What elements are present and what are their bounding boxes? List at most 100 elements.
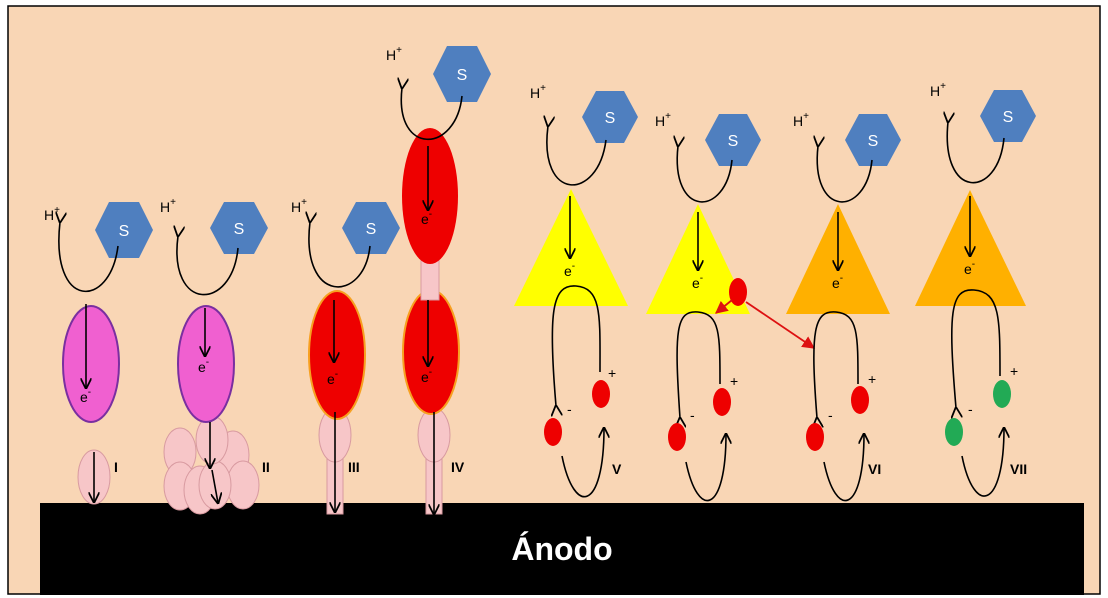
substrate-label-ii: S — [234, 221, 245, 238]
mechanism-label-vii: VII — [1010, 461, 1027, 477]
mediator-oxidized-vii — [993, 380, 1011, 408]
reaction-arc-i — [59, 222, 119, 293]
mediator-cycle-mid-top — [677, 311, 721, 418]
mechanism-label-ii: II — [262, 459, 270, 475]
substrate-iv — [433, 46, 491, 102]
reaction-arc-vi — [817, 146, 873, 203]
mediator-cycle-v-bottom — [561, 428, 604, 498]
substrate-labels: S S S S S S S S — [119, 67, 1014, 240]
substrate-iii — [342, 202, 400, 254]
mediator-cycle-vii-bottom — [961, 428, 1004, 497]
proton-label-iv: H+ — [386, 45, 402, 63]
substrate-label-mid: S — [728, 133, 739, 150]
minus-sign-vii: - — [968, 401, 973, 417]
mechanism-ii — [163, 202, 268, 515]
mediator-cycle-vi-bottom — [823, 434, 864, 502]
mediator-reduced-vii — [945, 418, 963, 446]
enzyme-i — [62, 305, 120, 423]
anode-bar — [40, 503, 1084, 595]
mechanism-label-vi: VI — [868, 461, 881, 477]
minus-sign-v: - — [567, 401, 572, 417]
free-mediator — [729, 278, 747, 306]
mechanism-vii — [915, 90, 1036, 497]
mechanism-labels: I II III IV V VI VII — [114, 459, 1027, 477]
electron-label-iii: e- — [327, 369, 338, 387]
connector-iv — [420, 257, 440, 301]
plus-sign-vii: + — [1010, 363, 1018, 379]
proton-label-mid: H+ — [655, 111, 671, 129]
enzyme-iv-upper — [402, 128, 458, 264]
substrate-v — [582, 91, 638, 143]
mechanism-v — [514, 91, 638, 498]
proton-label-i: H+ — [44, 205, 60, 223]
cofactor-ii-g — [195, 415, 229, 465]
electron-label-mid: e- — [692, 273, 703, 291]
mediator-reduced-v — [544, 418, 562, 446]
electron-labels: e- e- e- e- e- e- e- e- e- — [80, 209, 975, 405]
red-arrow-left — [715, 299, 733, 314]
red-arrow-right — [745, 301, 816, 349]
mechanism-iv — [401, 46, 491, 514]
electron-arrow-ii-c — [212, 469, 218, 503]
substrate-vii — [980, 90, 1036, 142]
mediator-cycle-vii-top — [952, 289, 1001, 408]
mechanism-label-iv: IV — [451, 459, 465, 475]
electron-label-iv-lower: e- — [421, 367, 432, 385]
anode-label: Ánodo — [511, 531, 612, 567]
substrate-label-v: S — [605, 110, 616, 127]
proton-label-vii: H+ — [930, 81, 946, 99]
proton-label-ii: H+ — [160, 197, 176, 215]
proton-label-iii: H+ — [291, 197, 307, 215]
mechanism-iii — [308, 202, 400, 515]
cofactor-ii-d — [226, 460, 260, 510]
reaction-arc-vii — [947, 122, 1005, 184]
reaction-arc-iii — [309, 222, 371, 288]
mechanism-label-i: I — [114, 459, 118, 475]
reaction-arc-v-variant — [677, 146, 733, 203]
substrate-label-vi: S — [868, 133, 879, 150]
proton-labels: H+ H+ H+ H+ H+ H+ H+ H+ — [44, 45, 946, 223]
mediator-reduced-vi — [806, 423, 824, 451]
plus-sign-mid: + — [730, 373, 738, 389]
electron-label-i: e- — [80, 387, 91, 405]
mediator-cycle-vi-top — [814, 311, 859, 418]
substrate-ii — [210, 202, 268, 254]
reaction-arc-iv — [401, 88, 463, 141]
reaction-arc-ii — [177, 236, 239, 296]
mechanism-i — [59, 202, 153, 505]
enzyme-iii — [308, 290, 366, 420]
electron-label-iv-upper: e- — [421, 209, 432, 227]
enzyme-iv-lower — [402, 289, 460, 415]
substrate-v-variant — [705, 114, 761, 166]
reaction-arc-v — [547, 126, 607, 186]
mediator-cycle-v-top — [552, 285, 601, 406]
minus-sign-mid: - — [690, 407, 695, 423]
plus-sign-vi: + — [868, 371, 876, 387]
substrate-label-iii: S — [366, 221, 377, 238]
enzyme-ii — [177, 305, 235, 423]
charge-signs: + - + - + - + - — [567, 363, 1018, 423]
mechanism-label-iii: III — [348, 459, 360, 475]
mechanism-label-v: V — [612, 461, 622, 477]
electron-label-vi: e- — [832, 273, 843, 291]
electron-label-ii: e- — [198, 357, 209, 375]
plus-sign-v: + — [608, 365, 616, 381]
mediator-oxidized-vi — [851, 386, 869, 414]
mediator-oxidized-mid — [713, 388, 731, 416]
mechanism-vi — [786, 114, 901, 502]
electron-label-v: e- — [564, 261, 575, 279]
substrate-vi — [845, 114, 901, 166]
enzyme-v — [514, 189, 628, 306]
mechanism-v-variant — [646, 114, 816, 502]
substrate-label-i: S — [119, 223, 130, 240]
electron-label-vii: e- — [964, 259, 975, 277]
proton-label-v: H+ — [530, 83, 546, 101]
mediator-cycle-mid-bottom — [685, 434, 726, 502]
mediator-oxidized-v — [592, 380, 610, 408]
mediator-reduced-mid — [668, 423, 686, 451]
substrate-label-iv: S — [457, 67, 468, 84]
substrate-label-vii: S — [1003, 109, 1014, 126]
proton-label-vi: H+ — [793, 111, 809, 129]
